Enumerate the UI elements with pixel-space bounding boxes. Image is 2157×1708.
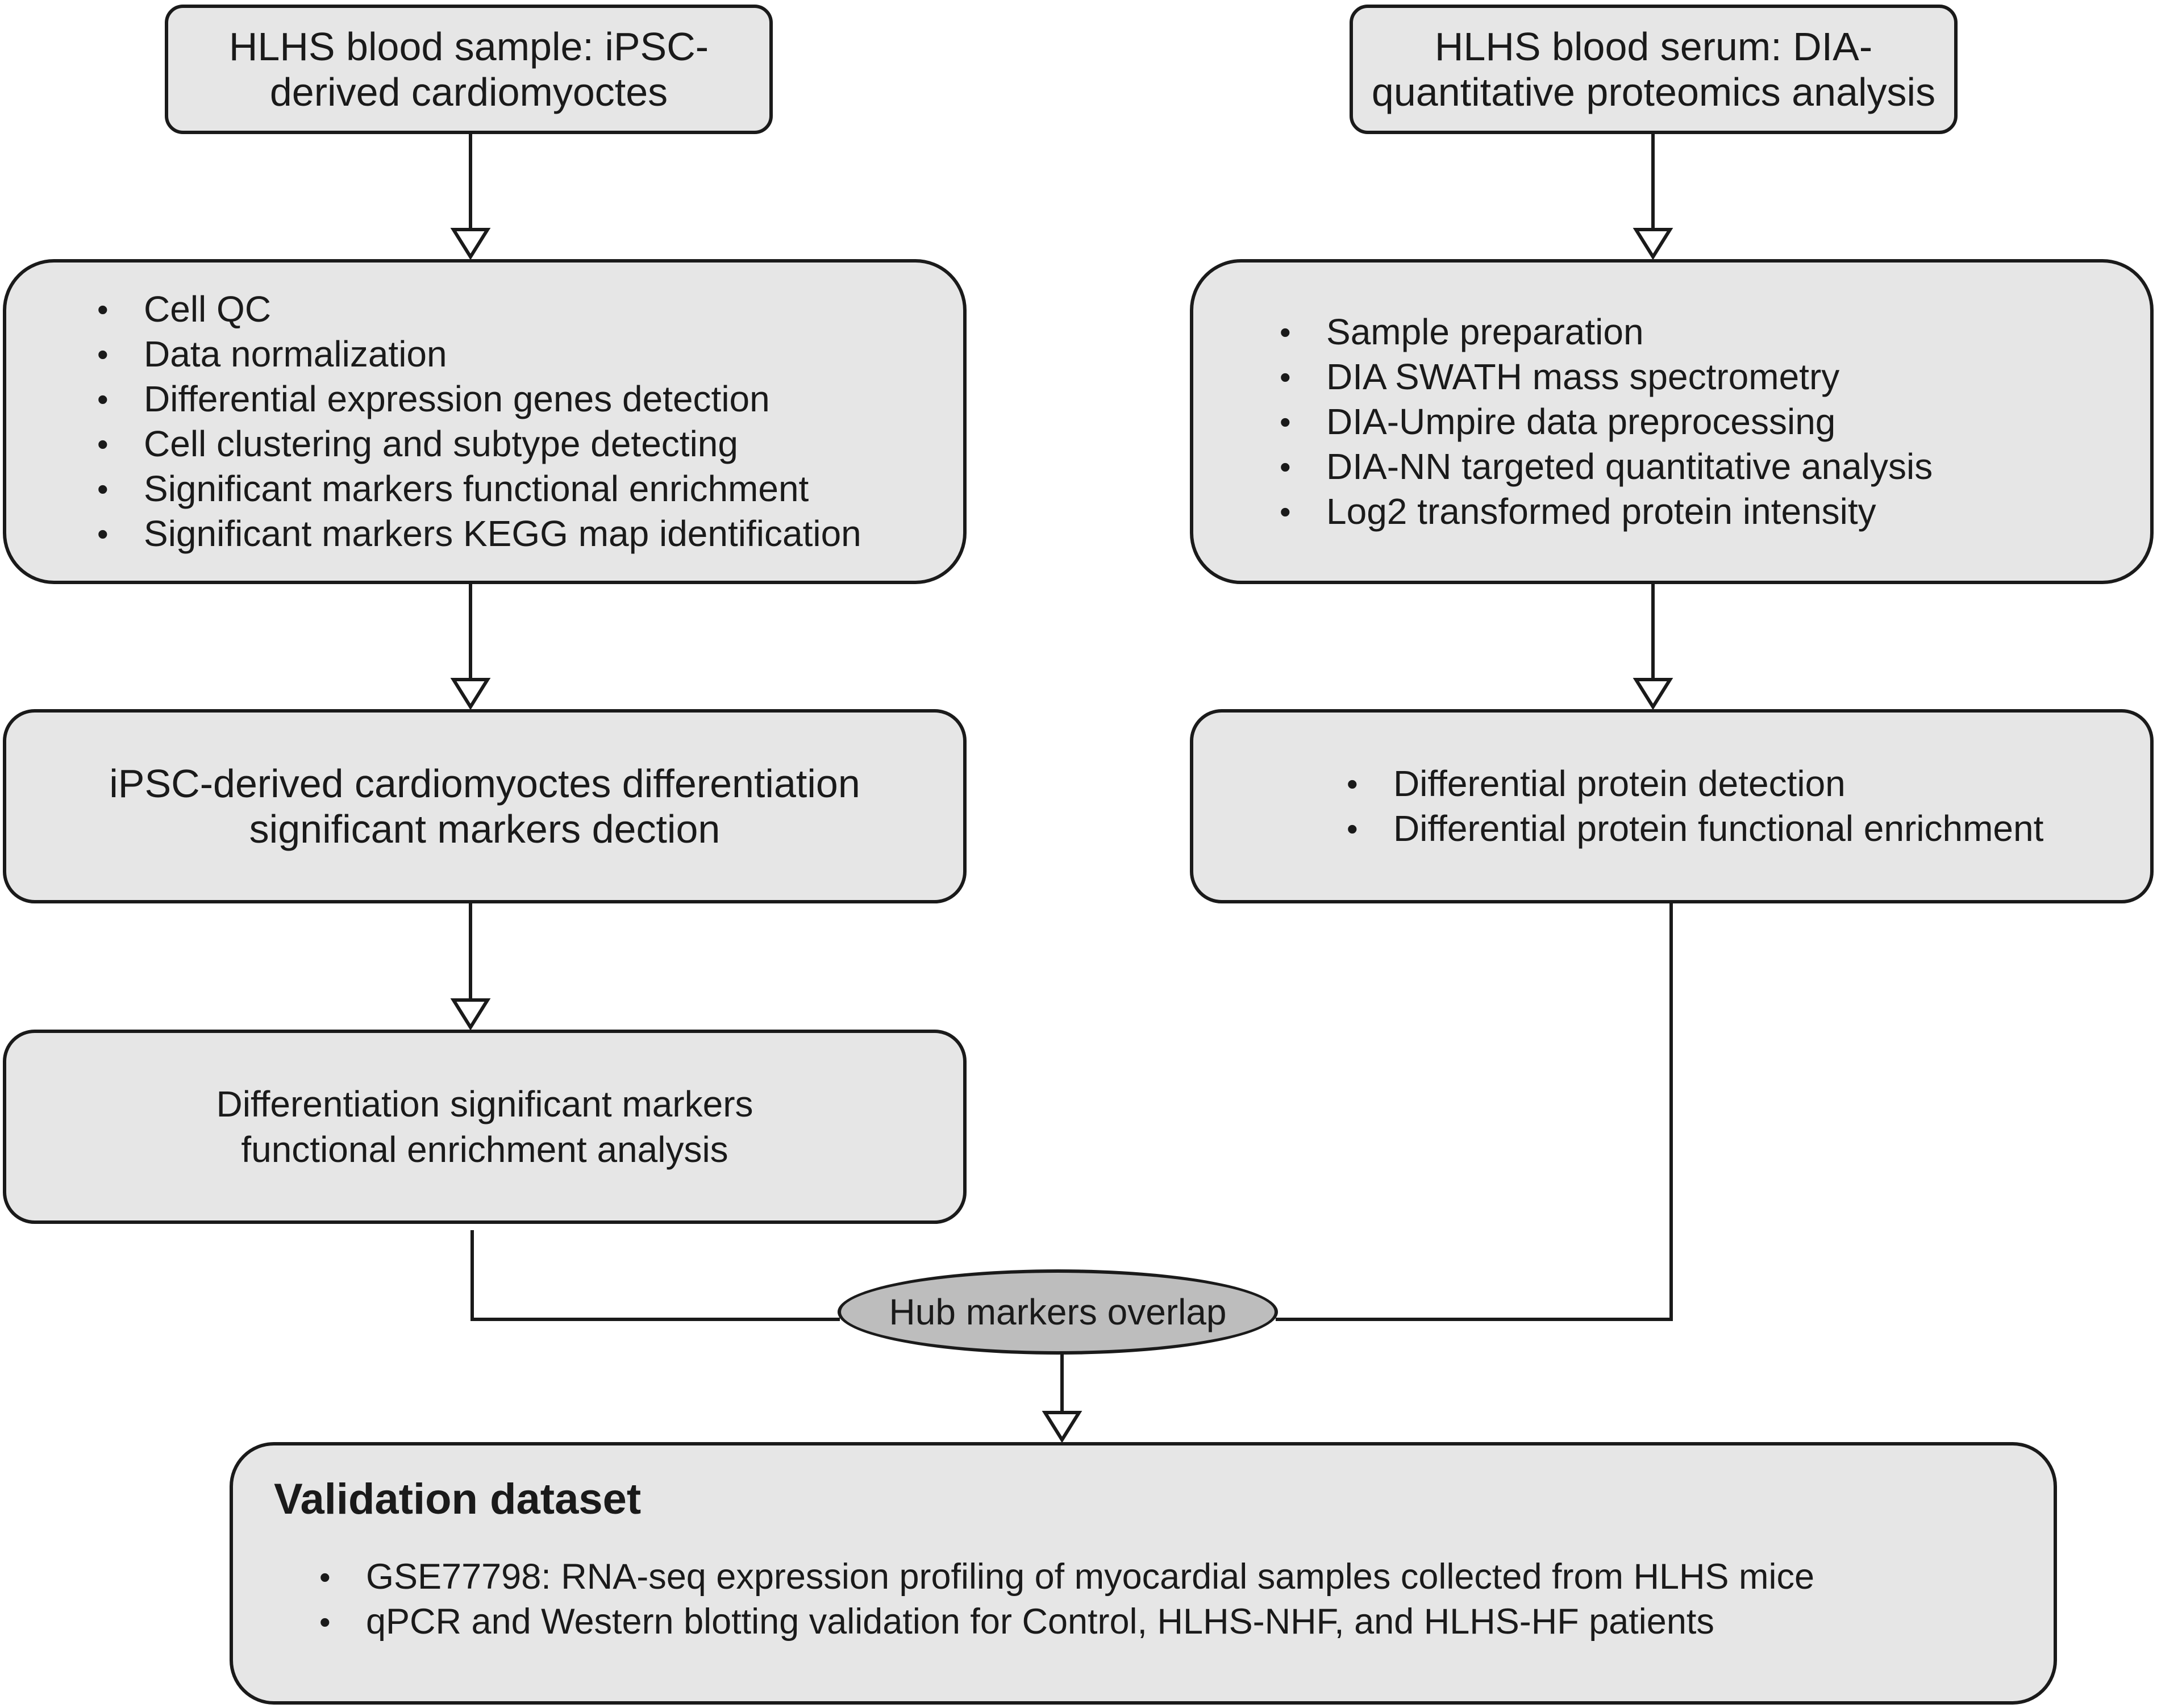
box-label-line: functional enrichment analysis bbox=[241, 1129, 728, 1170]
validation-title: Validation dataset bbox=[274, 1475, 642, 1523]
list-item: Log2 transformed protein intensity bbox=[1280, 489, 2150, 534]
box-label-line: significant markers dection bbox=[249, 807, 721, 851]
list-item: Differential expression genes detection bbox=[97, 377, 963, 422]
proteomics-steps-box: Sample preparation DIA SWATH mass spectr… bbox=[1190, 259, 2154, 584]
differentiation-markers-box: iPSC-derived cardiomyoctes differentiati… bbox=[3, 709, 967, 903]
list-item: qPCR and Western blotting validation for… bbox=[319, 1599, 2054, 1644]
list-item: Differential protein detection bbox=[1347, 761, 2150, 806]
list-item: Differential protein functional enrichme… bbox=[1347, 806, 2150, 851]
merge-line-right bbox=[1276, 902, 1673, 1321]
box-label-line: HLHS blood serum: DIA- bbox=[1434, 24, 1873, 69]
overlap-label: Hub markers overlap bbox=[889, 1292, 1227, 1332]
list-item: Significant markers KEGG map identificat… bbox=[97, 511, 963, 556]
merge-line-left bbox=[470, 1230, 840, 1321]
box-label-line: quantitative proteomics analysis bbox=[1371, 70, 1936, 114]
validation-dataset-box: Validation dataset GSE77798: RNA-seq exp… bbox=[230, 1442, 2057, 1705]
proteomics-steps-list: Sample preparation DIA SWATH mass spectr… bbox=[1280, 310, 2150, 534]
list-item: DIA-Umpire data preprocessing bbox=[1280, 399, 2150, 444]
hlhs-blood-serum-box: HLHS blood serum: DIA- quantitative prot… bbox=[1350, 5, 1958, 134]
list-item: DIA SWATH mass spectrometry bbox=[1280, 355, 2150, 399]
list-item: Cell QC bbox=[97, 287, 963, 332]
arrowhead-overlap bbox=[1042, 1411, 1082, 1443]
list-item: DIA-NN targeted quantitative analysis bbox=[1280, 444, 2150, 489]
functional-enrichment-box: Differentiation significant markers func… bbox=[3, 1030, 967, 1224]
arrowhead-right-2 bbox=[1633, 678, 1673, 710]
arrowhead-left-2 bbox=[450, 678, 491, 710]
hlhs-blood-sample-box: HLHS blood sample: iPSC- derived cardiom… bbox=[165, 5, 773, 134]
scrna-steps-list: Cell QC Data normalization Differential … bbox=[97, 287, 963, 556]
box-label-line: iPSC-derived cardiomyoctes differentiati… bbox=[109, 761, 860, 806]
list-item: Cell clustering and subtype detecting bbox=[97, 422, 963, 466]
list-item: Sample preparation bbox=[1280, 310, 2150, 355]
arrowhead-right-1 bbox=[1633, 228, 1673, 260]
list-item: Significant markers functional enrichmen… bbox=[97, 466, 963, 511]
box-label-line: Differentiation significant markers bbox=[216, 1084, 753, 1124]
box-label-line: derived cardiomyoctes bbox=[269, 70, 668, 114]
scrna-steps-box: Cell QC Data normalization Differential … bbox=[3, 259, 967, 584]
box-label-line: HLHS blood sample: iPSC- bbox=[228, 24, 709, 69]
validation-list: GSE77798: RNA-seq expression profiling o… bbox=[319, 1555, 2054, 1644]
differential-protein-list: Differential protein detection Different… bbox=[1347, 761, 2150, 851]
list-item: GSE77798: RNA-seq expression profiling o… bbox=[319, 1555, 2054, 1599]
arrowhead-left-3 bbox=[450, 998, 491, 1031]
differential-protein-box: Differential protein detection Different… bbox=[1190, 709, 2154, 903]
arrowhead-left-1 bbox=[450, 228, 491, 260]
hub-markers-overlap-node: Hub markers overlap bbox=[838, 1269, 1278, 1355]
list-item: Data normalization bbox=[97, 332, 963, 377]
